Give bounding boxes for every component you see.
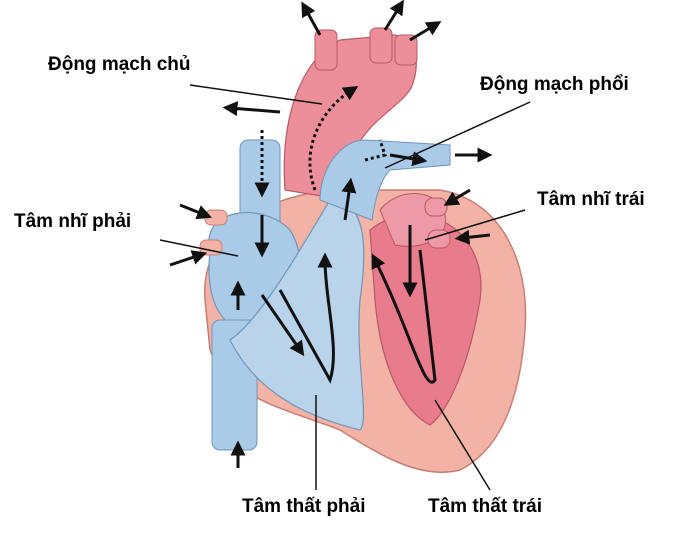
label-left-ventricle: Tâm thất trái [428, 496, 543, 517]
label-right-ventricle: Tâm thất phải [242, 496, 366, 517]
leader-lines [159, 84, 531, 491]
label-left-atrium: Tâm nhĩ trái [537, 189, 645, 210]
label-right-atrium: Tâm nhĩ phải [14, 211, 132, 232]
blood-flow-arrows [169, 0, 493, 468]
label-aorta: Động mạch chủ [48, 54, 191, 75]
label-pulmonary-artery: Động mạch phổi [480, 74, 629, 95]
